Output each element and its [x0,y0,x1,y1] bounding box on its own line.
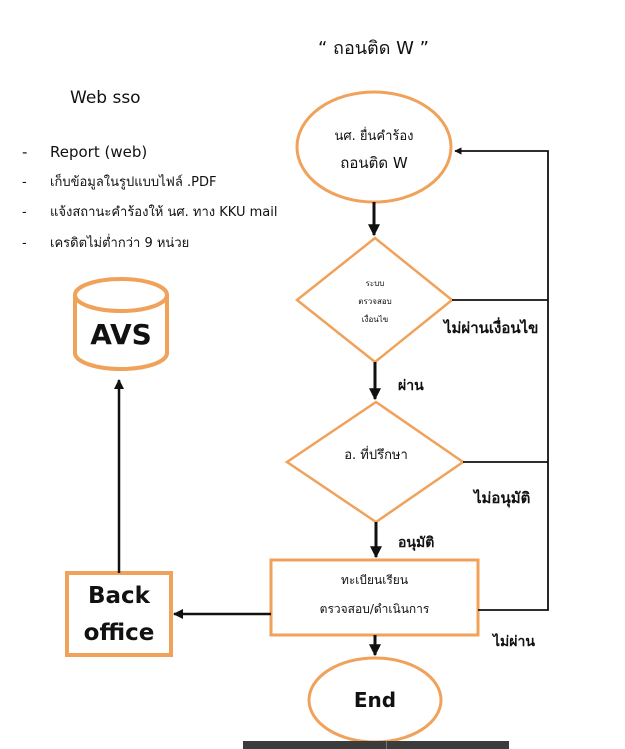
note-text: แจ้งสถานะคำร้องให้ นศ. ทาง KKU mail [50,205,278,220]
registry-label-2: ตรวจสอบ/ดำเนินการ [319,602,430,616]
list-item: - แจ้งสถานะคำร้องให้ นศ. ทาง KKU mail [22,203,277,234]
start-node [295,90,453,204]
bullet-dash: - [22,143,28,161]
advisor-label: อ. ที่ปรึกษา [344,448,408,463]
registry-label-1: ทะเบียนเรียน [340,573,409,587]
bottom-toolbar [243,741,509,749]
avs-label: AVS [90,318,152,351]
list-item: - เก็บข้อมูลในรูปแบบไฟล์ .PDF [22,173,277,204]
check-label-2: ตรวจสอบ [358,297,392,306]
approved-label: อนุมัติ [398,535,435,551]
end-label: End [353,688,397,712]
avs-database [73,277,169,371]
pass-label: ผ่าน [398,378,424,394]
bullet-dash: - [22,174,27,190]
back-office-label-2: office [83,620,155,646]
list-item: - เครดิตไม่ต่ำกว่า 9 หน่วย [22,234,277,265]
check-label-3: เงื่อนไข [361,315,389,324]
bullet-dash: - [22,235,27,251]
start-node-label-2: ถอนติด W [340,154,408,172]
toolbar-separator [386,741,387,749]
web-sso-title: Web sso [70,88,141,108]
note-text: เครดิตไม่ต่ำกว่า 9 หน่วย [50,235,190,251]
not-approved-label: ไม่อนุมัติ [474,489,531,507]
note-text: เก็บข้อมูลในรูปแบบไฟล์ .PDF [50,174,217,190]
notes-list: - Report (web) - เก็บข้อมูลในรูปแบบไฟล์ .P… [22,142,277,264]
fail-label: ไม่ผ่าน [493,634,535,650]
note-text: Report (web) [50,143,148,161]
fail-condition-label: ไม่ผ่านเงื่อนไข [444,319,539,337]
back-office-label-1: Back [88,583,150,609]
list-item: - Report (web) [22,142,277,173]
page-title: “ ถอนติด W ” [318,38,430,59]
bullet-dash: - [22,205,27,220]
check-label-1: ระบบ [365,279,385,288]
start-node-label-1: นศ. ยื่นคำร้อง [334,129,414,144]
feedback-loop-line [454,147,549,611]
